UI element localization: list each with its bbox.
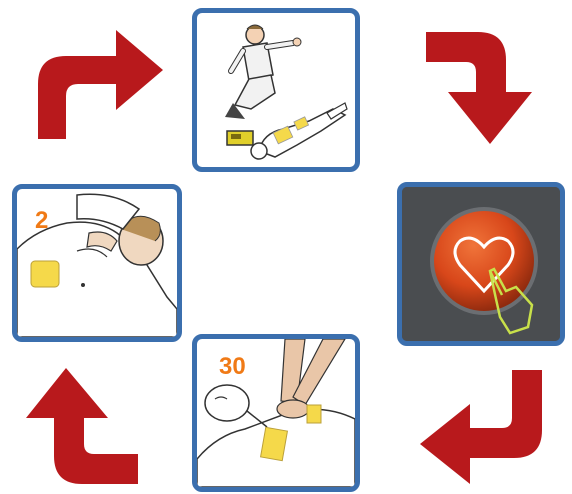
arrow-top-left-icon [18,14,168,144]
step-chest-compressions: 30 [192,334,360,492]
compression-count: 30 [219,355,246,379]
step-rescue-breaths: 2 [12,184,182,342]
step-press-shock-button [397,182,565,346]
step-check-and-call [192,8,360,172]
arrow-bottom-right-icon [410,362,560,492]
arrow-top-right-icon [418,22,558,152]
arrow-bottom-left-icon [8,360,148,490]
aed-heart-button-icon [402,187,560,341]
rescuer-calling-help-icon [197,13,355,167]
breath-count: 2 [35,209,48,233]
